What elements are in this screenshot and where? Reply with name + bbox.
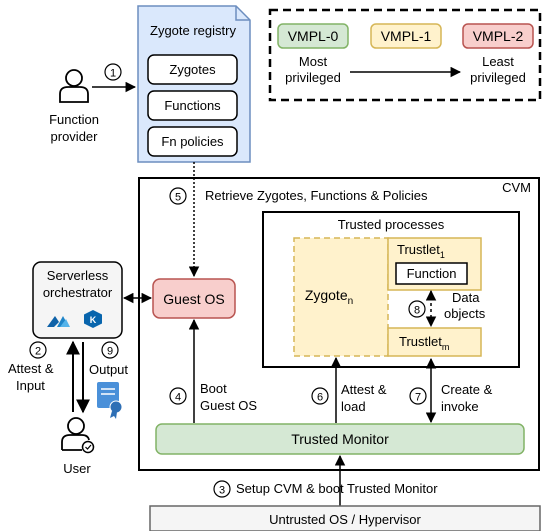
setup-label: Setup CVM & boot Trusted Monitor <box>236 481 438 496</box>
step-3: 3 <box>213 480 231 498</box>
vmpl-legend: VMPL-0 VMPL-1 VMPL-2 Most privileged Lea… <box>268 8 542 102</box>
step-1: 1 <box>104 63 122 81</box>
function-provider: Function provider <box>49 69 99 144</box>
most-privileged-label-1: Most <box>299 54 328 69</box>
least-privileged-label-2: privileged <box>470 70 526 85</box>
retrieve-label: Retrieve Zygotes, Functions & Policies <box>205 188 428 203</box>
serverless-orchestrator: Serverless orchestrator K <box>32 261 123 339</box>
vmpl-1-badge <box>370 23 442 49</box>
function-provider-label-2: provider <box>51 129 99 144</box>
orchestrator-label-2: orchestrator <box>43 285 113 300</box>
attest-load-label-2: load <box>341 399 366 414</box>
step-5: 5 <box>169 187 187 205</box>
step-2: 2 <box>29 341 47 359</box>
zygote-box <box>293 237 389 357</box>
vmpl-1-label: VMPL-1 <box>381 28 432 44</box>
most-privileged-label-2: privileged <box>285 70 341 85</box>
create-invoke-label-1: Create & <box>441 382 493 397</box>
trustlet-bottom-box <box>387 327 482 357</box>
svg-text:9: 9 <box>107 346 113 358</box>
hypervisor-label: Untrusted OS / Hypervisor <box>269 512 421 527</box>
registry-item-fn-policies <box>147 126 238 157</box>
orchestrator-logo-icon <box>47 316 70 327</box>
attest-input-label-1: Attest & <box>8 361 54 376</box>
orchestrator-label-1: Serverless <box>47 268 109 283</box>
registry-title: Zygote registry <box>150 23 236 38</box>
svg-text:K: K <box>90 315 97 325</box>
registry-item-zygotes-label: Zygotes <box>169 62 216 77</box>
svg-text:3: 3 <box>219 485 225 497</box>
guest-os-box <box>152 278 236 319</box>
vmpl-2-badge <box>462 23 534 49</box>
user-icon <box>61 417 90 451</box>
svg-text:2: 2 <box>35 346 41 358</box>
knative-logo-icon: K <box>84 310 102 328</box>
vmpl-0-label: VMPL-0 <box>288 28 339 44</box>
boot-label-1: Boot <box>200 381 227 396</box>
boot-label-2: Guest OS <box>200 398 257 413</box>
trustlet-top-label: Trustlet1 <box>397 242 445 260</box>
registry-item-functions <box>147 90 238 121</box>
cvm-container <box>138 177 540 471</box>
vmpl-2-label: VMPL-2 <box>473 28 524 44</box>
svg-text:4: 4 <box>175 392 181 404</box>
step-6: 6 <box>311 387 329 405</box>
function-provider-label-1: Function <box>49 112 99 127</box>
person-icon <box>59 69 89 103</box>
certificate-icon <box>97 382 123 419</box>
registry-item-fn-policies-label: Fn policies <box>161 134 224 149</box>
trusted-monitor-box <box>155 423 525 455</box>
create-invoke-label-2: invoke <box>441 399 479 414</box>
least-privileged-label-1: Least <box>482 54 514 69</box>
svg-text:5: 5 <box>175 192 181 204</box>
svg-text:8: 8 <box>414 305 420 317</box>
zygote-registry: Zygote registry Zygotes Functions Fn pol… <box>137 5 251 163</box>
checkmark-icon <box>81 440 95 454</box>
svg-text:7: 7 <box>415 392 421 404</box>
svg-text:1: 1 <box>110 68 116 80</box>
function-box <box>395 262 468 285</box>
step-7: 7 <box>409 387 427 405</box>
step-8: 8 <box>408 300 426 318</box>
function-label: Function <box>407 266 457 281</box>
trustlet-bottom-label: Trustletm <box>399 334 449 352</box>
zygote-label: Zygoten <box>305 287 353 307</box>
trusted-processes: Trusted processes Zygoten Trustlet1 Func… <box>262 211 520 368</box>
user-label: User <box>63 461 91 476</box>
step-4: 4 <box>169 387 187 405</box>
step-9: 9 <box>101 341 119 359</box>
cvm-label: CVM <box>502 180 531 195</box>
attest-load-label-1: Attest & <box>341 382 387 397</box>
vmpl-0-badge <box>277 23 349 49</box>
registry-item-zygotes <box>147 54 238 85</box>
user: User <box>61 417 95 476</box>
svg-text:6: 6 <box>317 392 323 404</box>
trusted-processes-title: Trusted processes <box>338 217 445 232</box>
hypervisor-box <box>149 505 541 531</box>
guest-os-label: Guest OS <box>163 291 224 307</box>
trusted-monitor-label: Trusted Monitor <box>291 431 389 447</box>
data-objects-label-1: Data <box>452 290 480 305</box>
output-label: Output <box>89 362 128 377</box>
registry-item-functions-label: Functions <box>164 98 221 113</box>
data-objects-label-2: objects <box>444 306 486 321</box>
attest-input-label-2: Input <box>16 378 45 393</box>
